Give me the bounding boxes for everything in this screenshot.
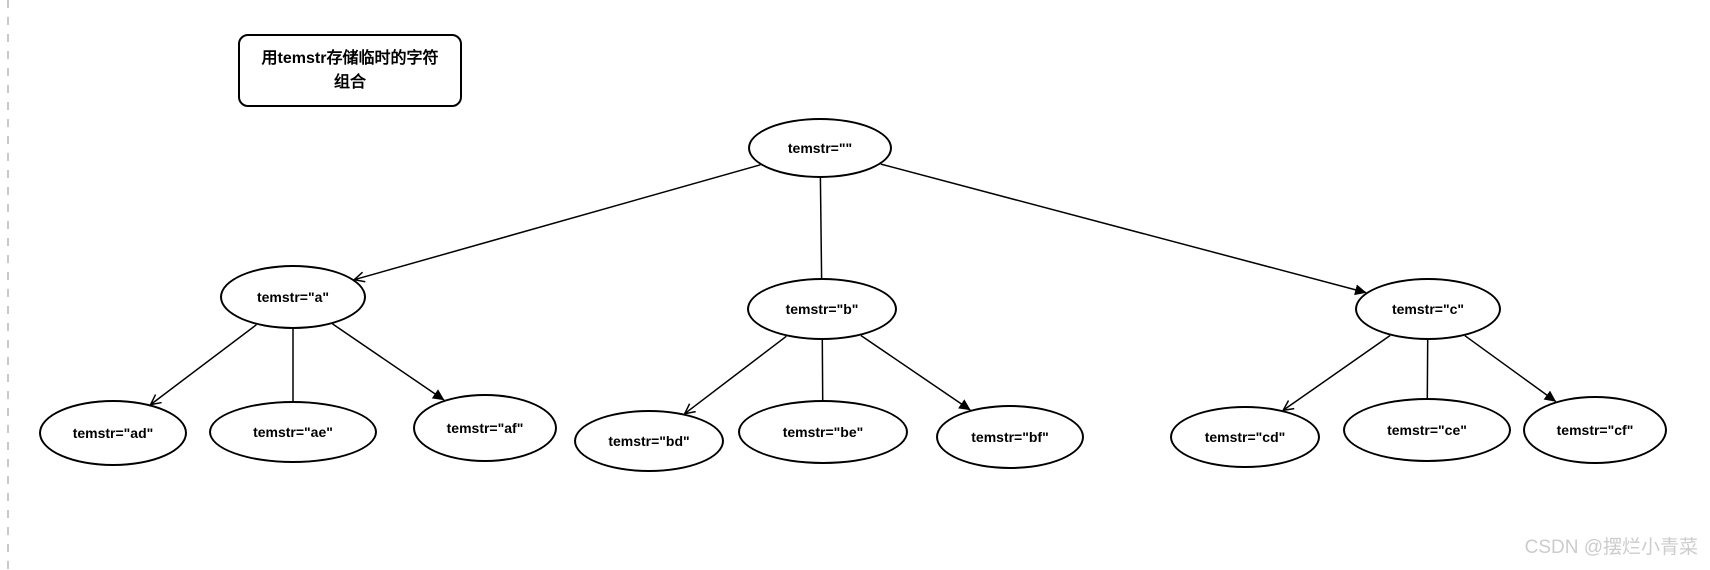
tree-node-cf: temstr="cf" (1523, 396, 1667, 464)
node-label: temstr="" (787, 140, 853, 156)
edge-a-af (332, 323, 445, 401)
node-label: temstr="ce" (1387, 422, 1467, 438)
node-label: temstr="af" (446, 420, 524, 436)
node-label: temstr="c" (1391, 301, 1465, 317)
node-label: temstr="ad" (72, 425, 154, 441)
node-label: temstr="b" (785, 301, 859, 317)
tree-node-ae: temstr="ae" (209, 401, 377, 463)
node-label: temstr="ae" (253, 424, 333, 440)
edge-c-cf (1464, 335, 1557, 403)
node-label: temstr="cd" (1204, 429, 1286, 445)
tree-node-bf: temstr="bf" (936, 405, 1084, 469)
node-label: temstr="be" (782, 424, 864, 440)
node-label: temstr="bd" (608, 433, 690, 449)
tree-node-a: temstr="a" (220, 265, 366, 329)
csdn-watermark: CSDN @摆烂小青菜 (1524, 537, 1698, 558)
note-box: 用temstr存储临时的字符 组合 (238, 34, 462, 107)
node-label: temstr="bf" (971, 429, 1049, 445)
node-label: temstr="cf" (1556, 422, 1634, 438)
edge-c-cd (1281, 334, 1391, 412)
tree-node-b: temstr="b" (747, 278, 897, 340)
edge-b-bd (683, 335, 787, 415)
note-line: 组合 (333, 73, 366, 91)
tree-node-af: temstr="af" (413, 394, 557, 462)
note-line: 用temstr存储临时的字符 (261, 50, 439, 68)
edges (149, 163, 1557, 415)
tree-node-bd: temstr="bd" (574, 410, 724, 472)
tree-node-ce: temstr="ce" (1343, 398, 1511, 462)
edge-root-a (352, 164, 761, 283)
tree-node-ad: temstr="ad" (39, 400, 187, 466)
tree-node-cd: temstr="cd" (1170, 406, 1320, 468)
node-label: temstr="a" (256, 289, 330, 305)
tree-node-c: temstr="c" (1355, 278, 1501, 340)
edge-root-b (819, 177, 823, 279)
tree-node-root: temstr="" (748, 118, 892, 178)
page-boundary-dashed-line (7, 0, 9, 570)
tree-node-be: temstr="be" (738, 400, 908, 464)
edge-root-c (880, 163, 1367, 296)
edge-a-ad (149, 324, 257, 406)
edge-b-bf (860, 334, 971, 411)
